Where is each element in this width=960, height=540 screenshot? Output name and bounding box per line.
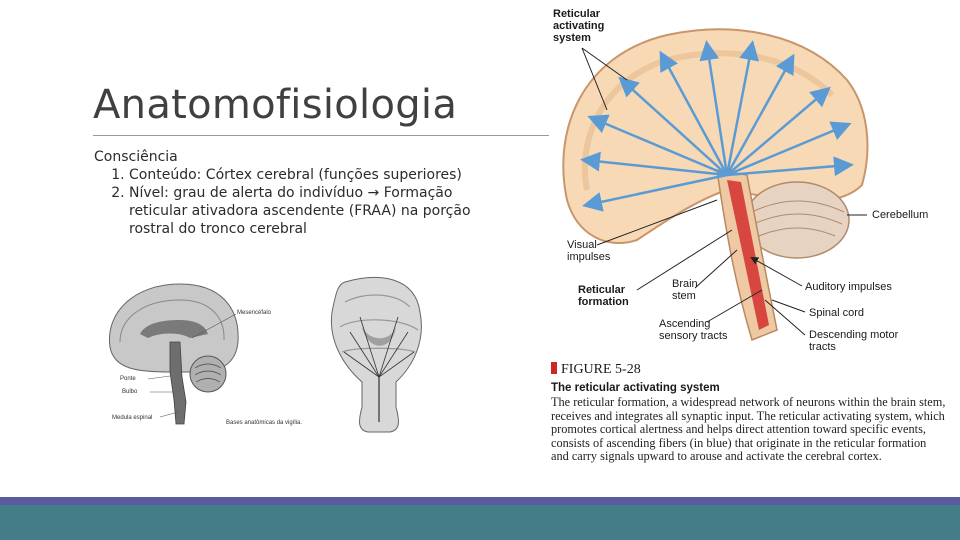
label-ascending-tracts: Ascending sensory tracts — [659, 318, 728, 342]
ascending-fibers — [580, 40, 854, 212]
slide-body: Consciência Conteúdo: Córtex cerebral (f… — [94, 148, 474, 238]
figure-marker — [551, 362, 557, 374]
label-ponte: Ponte — [120, 376, 136, 382]
figure-number: FIGURE 5-28 — [551, 362, 641, 378]
ras-brain-illustration — [562, 28, 869, 342]
body-list: Conteúdo: Córtex cerebral (funções super… — [94, 166, 474, 238]
title-divider — [93, 135, 549, 136]
label-spinal-cord: Spinal cord — [809, 307, 865, 319]
label-reticular-formation: Reticular formation — [578, 284, 629, 308]
sagittal-brain-drawing — [108, 283, 239, 425]
body-heading: Consciência — [94, 149, 178, 165]
figure-number-text: FIGURE 5-28 — [561, 362, 641, 377]
label-descending-tracts: Descending motor tracts — [809, 329, 899, 353]
figure-caption-text: The reticular formation, a widespread ne… — [551, 395, 946, 464]
list-item: Nível: grau de alerta do indivíduo → For… — [129, 184, 474, 238]
label-brain-stem: Brain stem — [672, 278, 698, 302]
footer-accent-stripe — [0, 497, 960, 505]
leader-lines — [581, 47, 867, 336]
slide-title: Anatomofisiologia — [93, 82, 458, 128]
list-item: Conteúdo: Córtex cerebral (funções super… — [129, 166, 474, 184]
footer-band — [0, 505, 960, 540]
label-ras: Reticular activating system — [553, 8, 605, 44]
label-auditory-impulses: Auditory impulses — [805, 281, 892, 293]
label-mesencefalo: Mesencéfalo — [237, 310, 272, 316]
coronal-brain-drawing — [330, 276, 422, 433]
wakefulness-anatomy-figure — [108, 276, 422, 433]
reticular-figure: Reticular activating system Cerebellum V… — [547, 0, 960, 497]
label-visual-impulses: Visual impulses — [567, 239, 611, 263]
small-figure-caption: Bases anatômicas da vigília. — [226, 420, 303, 426]
label-cerebellum: Cerebellum — [872, 209, 929, 221]
label-bulbo: Bulbo — [122, 389, 138, 395]
figure-caption-title: The reticular activating system — [551, 382, 720, 394]
label-medula: Medula espinal — [112, 415, 153, 421]
